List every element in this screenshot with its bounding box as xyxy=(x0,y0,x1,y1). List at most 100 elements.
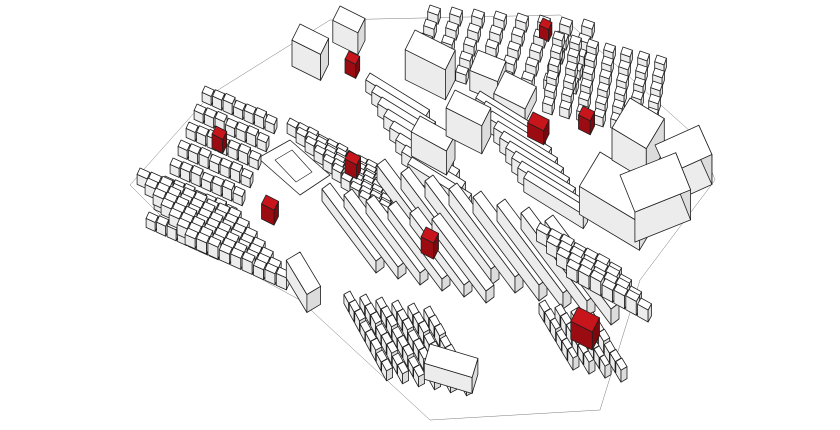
building-roof xyxy=(598,328,611,342)
building-roof xyxy=(570,306,600,333)
building-roof xyxy=(349,180,363,192)
building-roof xyxy=(232,185,246,198)
terraced-house xyxy=(232,185,246,207)
building-roof xyxy=(527,111,550,132)
building-roof xyxy=(233,99,247,111)
building-roof xyxy=(375,296,388,310)
building-roof xyxy=(620,46,633,58)
building-roof xyxy=(391,352,404,366)
building-roof xyxy=(396,308,409,322)
building-roof xyxy=(193,103,207,115)
building-roof xyxy=(364,302,377,316)
building-roof xyxy=(615,357,628,371)
building-roof xyxy=(198,146,212,159)
highlighted-building xyxy=(344,50,361,79)
apartment-block xyxy=(291,23,330,81)
building-roof xyxy=(391,325,404,340)
terraced-house xyxy=(240,167,254,189)
building-roof xyxy=(243,103,257,115)
building-roof xyxy=(286,117,300,129)
building-roof xyxy=(601,55,614,67)
building-roof xyxy=(344,150,362,166)
building-roof xyxy=(227,139,241,151)
terraced-house xyxy=(222,93,236,116)
building-roof xyxy=(563,73,576,85)
highlighted-building xyxy=(527,111,550,146)
building-roof xyxy=(539,17,553,31)
building-roof xyxy=(536,222,551,236)
building-roof xyxy=(331,162,345,174)
building-roof xyxy=(581,18,595,30)
building-roof xyxy=(381,358,394,372)
building-roof xyxy=(566,258,581,272)
building-roof xyxy=(343,290,356,304)
terraced-house xyxy=(196,231,210,255)
building-roof xyxy=(637,297,652,311)
building-roof xyxy=(219,157,233,169)
building-roof xyxy=(654,54,667,66)
building-roof xyxy=(156,215,170,227)
terraced-house xyxy=(583,349,596,375)
plaza-paving xyxy=(274,149,313,183)
building-roof xyxy=(304,135,318,147)
building-roof xyxy=(584,51,597,63)
building-roof xyxy=(455,64,469,76)
building-roof xyxy=(291,23,330,55)
terraced-house xyxy=(589,269,605,297)
building-roof xyxy=(407,355,420,369)
building-roof xyxy=(211,125,228,140)
building-roof xyxy=(423,18,437,30)
building-roof xyxy=(359,293,372,307)
building-roof xyxy=(423,343,479,378)
building-roof xyxy=(196,125,210,137)
apartment-block xyxy=(410,115,456,176)
building-roof xyxy=(235,121,249,133)
terraced-house xyxy=(304,135,318,157)
building-roof xyxy=(264,113,278,126)
building-roof xyxy=(439,334,452,349)
terraced-house xyxy=(198,146,212,170)
building-roof xyxy=(565,60,578,72)
building-roof xyxy=(196,231,210,244)
building-roof xyxy=(420,226,439,244)
terraced-house xyxy=(222,179,236,202)
building-roof xyxy=(423,331,436,346)
building-roof xyxy=(264,262,279,275)
building-roof xyxy=(261,194,279,211)
highlighted-building xyxy=(344,150,362,180)
highlighted-building xyxy=(420,226,439,260)
building-roof xyxy=(595,94,608,106)
terraced-house xyxy=(599,353,612,379)
building-roof xyxy=(544,82,557,94)
building-roof xyxy=(544,308,557,322)
villa-block xyxy=(507,40,521,61)
villa-block xyxy=(559,99,572,120)
building-roof xyxy=(597,81,610,93)
building-roof xyxy=(295,126,309,138)
long-slab xyxy=(343,188,407,280)
terraced-house xyxy=(207,235,222,260)
terraced-house xyxy=(418,320,431,345)
highlighted-building xyxy=(578,105,595,136)
building-roof xyxy=(201,171,215,184)
building-roof xyxy=(511,26,525,38)
terraced-house xyxy=(560,312,573,337)
terraced-house xyxy=(152,187,167,210)
building-roof xyxy=(207,235,222,248)
terraced-house xyxy=(264,113,278,135)
terraced-house xyxy=(230,161,244,184)
terraced-house xyxy=(238,143,252,166)
building-roof xyxy=(375,349,388,363)
terraced-house xyxy=(566,258,581,284)
building-roof xyxy=(184,227,199,240)
building-roof xyxy=(529,42,543,54)
building-roof xyxy=(493,10,507,22)
building-roof xyxy=(521,70,535,82)
villa-block xyxy=(459,50,473,71)
building-roof xyxy=(246,125,260,137)
terraced-house xyxy=(201,171,215,193)
building-roof xyxy=(603,340,616,354)
building-roof xyxy=(407,302,420,316)
building-roof xyxy=(222,179,236,191)
building-roof xyxy=(586,38,599,50)
